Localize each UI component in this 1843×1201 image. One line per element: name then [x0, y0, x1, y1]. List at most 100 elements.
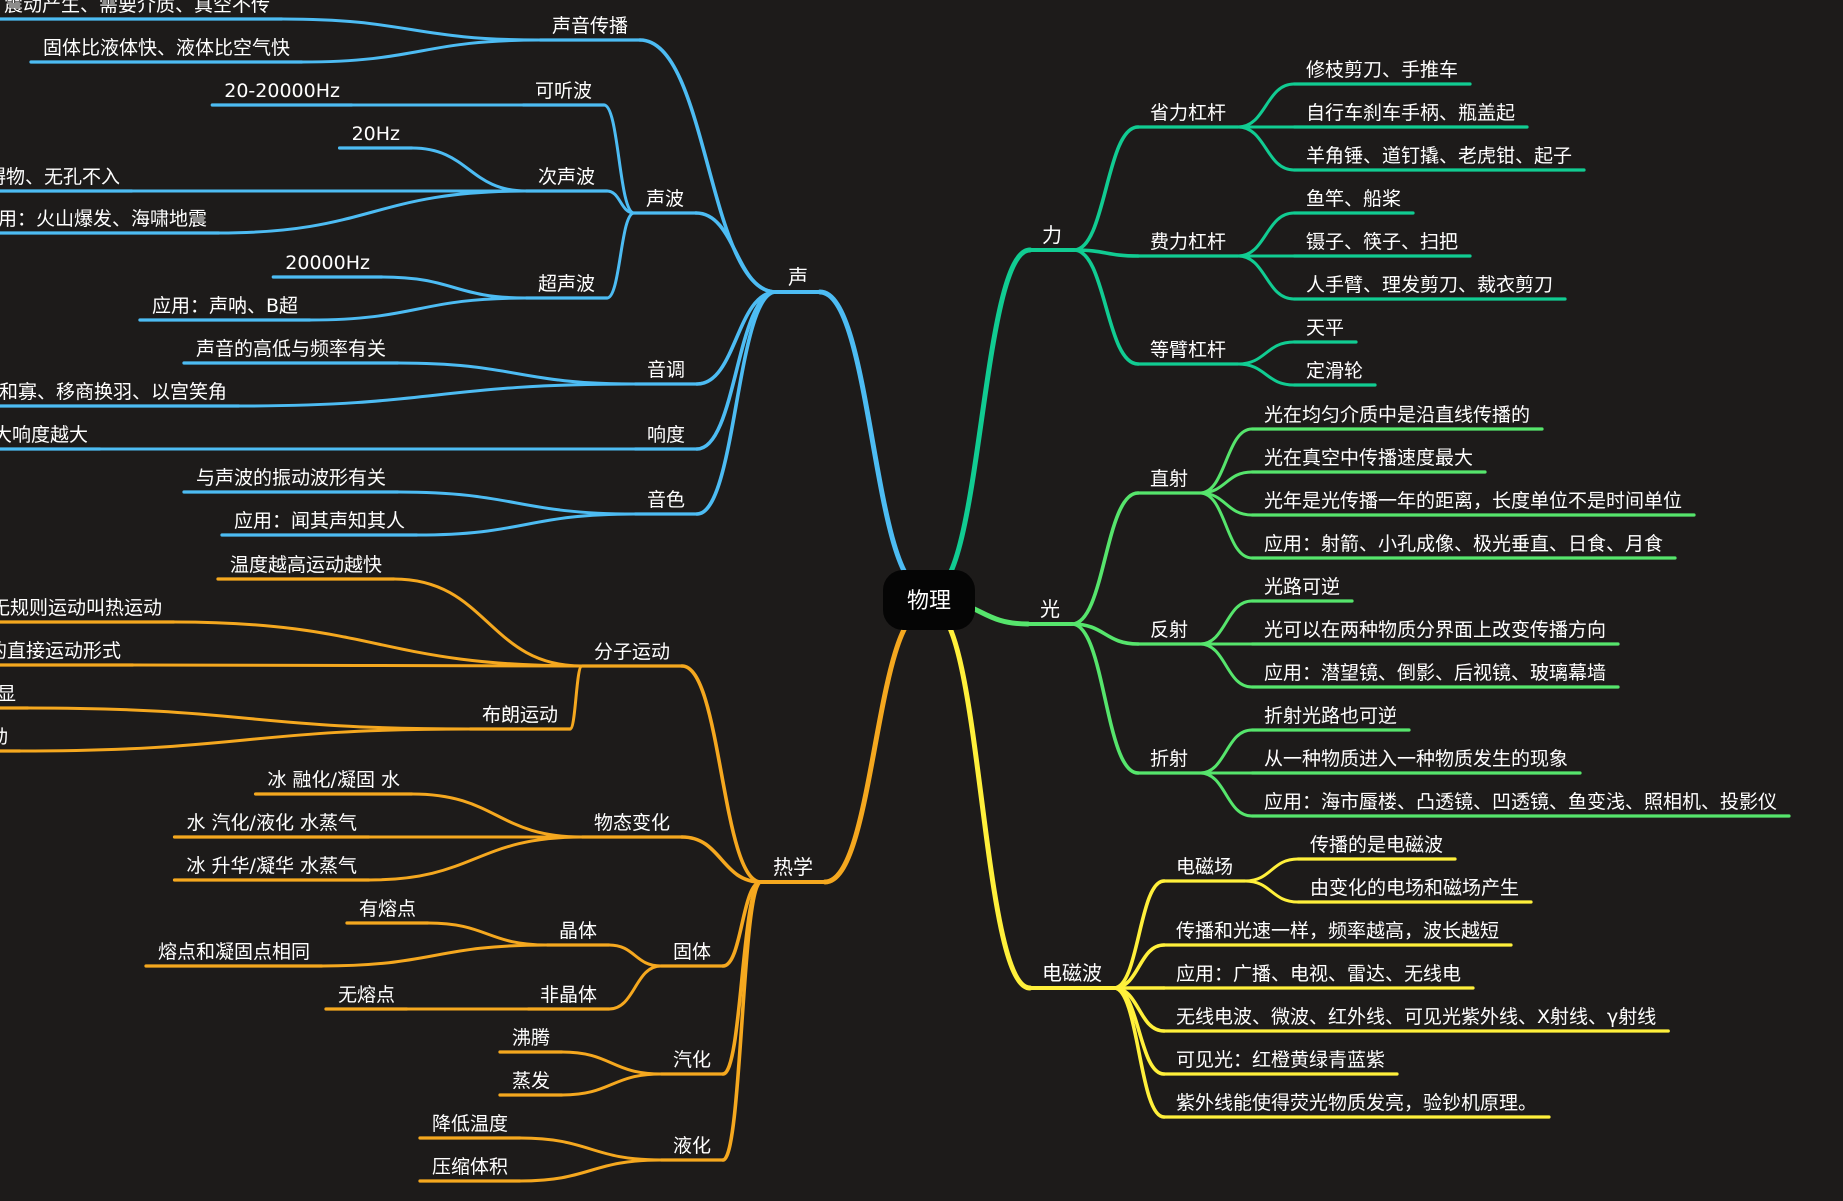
topic-node[interactable]: 分子运动 — [580, 641, 684, 668]
topic-node[interactable]: 非晶体 — [526, 984, 611, 1011]
topic-node[interactable]: 冰 融化/凝固 水 — [253, 769, 414, 796]
topic-node[interactable]: 由变化的电场和磁场产生 — [1296, 877, 1533, 904]
topic-node[interactable]: 羊角锤、道钉撬、老虎钳、起子 — [1292, 145, 1586, 172]
branch-connector — [26, 706, 472, 731]
topic-node[interactable]: 光在真空中传播速度最大 — [1250, 447, 1487, 474]
topic-node[interactable]: 镊子、筷子、扫把 — [1292, 231, 1472, 258]
topic-node[interactable]: 无线电波、微波、红外线、可见光紫外线、X射线、γ射线 — [1162, 1006, 1670, 1033]
topic-node[interactable]: 汽化 — [659, 1049, 725, 1076]
topic-node[interactable]: 可见光：红橙黄绿青蓝紫 — [1162, 1049, 1399, 1076]
topic-node[interactable]: 音色 — [633, 489, 699, 516]
topic-node[interactable]: 应用：火山爆发、海啸地震 — [0, 208, 221, 235]
topic-node[interactable]: 等臂杠杆 — [1136, 339, 1240, 366]
root-node[interactable]: 物理 — [883, 570, 975, 630]
topic-node[interactable]: 应用：声呐、B超 — [138, 295, 312, 322]
topic-node[interactable]: 20000Hz — [271, 252, 384, 279]
topic-node[interactable]: 20Hz — [337, 123, 414, 150]
topic-node[interactable]: 应用：射箭、小孔成像、极光垂直、日食、月食 — [1250, 533, 1677, 560]
topic-node[interactable]: 固体 — [659, 941, 725, 968]
topic-node[interactable]: 直射 — [1136, 468, 1202, 495]
branch-connector — [1112, 986, 1166, 1119]
topic-node[interactable]: 人手臂、理发剪刀、裁衣剪刀 — [1292, 274, 1567, 301]
branch-node-电磁波[interactable]: 电磁波 — [1028, 961, 1116, 990]
branch-connector — [18, 727, 472, 753]
topic-node[interactable]: 可听波 — [521, 80, 606, 107]
branch-connector — [1198, 642, 1254, 689]
topic-node[interactable]: 传播和光速一样，频率越高，波长越短 — [1162, 920, 1513, 947]
topic-node[interactable]: 响度 — [633, 424, 699, 451]
topic-node[interactable]: 光在均匀介质中是沿直线传播的 — [1250, 404, 1544, 431]
topic-node[interactable]: 液化 — [659, 1135, 725, 1162]
topic-node[interactable]: 压缩体积 — [418, 1156, 522, 1183]
topic-node[interactable]: 可传播很远、逃过障碍物、无孔不入 — [0, 166, 134, 193]
topic-label: 传播和光速一样，频率越高，波长越短 — [1176, 920, 1499, 942]
branch-node-热学[interactable]: 热学 — [759, 855, 827, 884]
topic-node[interactable]: 震动产生、需要介质、真空不传 — [0, 0, 284, 21]
branch-node-声[interactable]: 声 — [774, 265, 822, 294]
topic-node[interactable]: 20-20000Hz — [210, 80, 354, 107]
branch-node-光[interactable]: 光 — [1026, 597, 1074, 626]
topic-node[interactable]: 光路可逆 — [1250, 576, 1354, 603]
topic-node[interactable]: 颗粒越小或者温度越高，布朗运动越明显 — [0, 683, 30, 710]
topic-node[interactable]: 天平 — [1292, 317, 1358, 344]
topic-node[interactable]: 与声波的振动波形有关 — [182, 467, 400, 494]
topic-label: 悬浮在液体或气体的颗粒在做无规则运动 — [0, 726, 8, 748]
branch-connector — [1243, 857, 1300, 883]
topic-node[interactable]: 自行车刹车手柄、瓶盖起 — [1292, 102, 1529, 129]
topic-node[interactable]: 声音传播 — [538, 15, 642, 42]
topic-node[interactable]: 蒸发 — [498, 1070, 564, 1097]
topic-node[interactable]: 沸腾 — [498, 1027, 564, 1054]
topic-node[interactable]: 应用：潜望镜、倒影、后视镜、玻璃幕墙 — [1250, 662, 1620, 689]
topic-node[interactable]: 传播的是电磁波 — [1296, 834, 1457, 861]
topic-label: 无外力作用的扩散现象是分子的直接运动形式 — [0, 640, 121, 662]
topic-node[interactable]: 有熔点 — [345, 898, 430, 925]
topic-node[interactable]: 应用：闻其声知其人 — [220, 510, 419, 537]
topic-node[interactable]: 光年是光传播一年的距离，长度单位不是时间单位 — [1250, 490, 1696, 517]
topic-node[interactable]: 修枝剪刀、手推车 — [1292, 59, 1472, 86]
topic-node[interactable]: 水 汽化/液化 水蒸气 — [172, 812, 371, 839]
topic-node[interactable]: 光可以在两种物质分界面上改变传播方向 — [1250, 619, 1620, 646]
topic-node[interactable]: 布朗运动 — [468, 704, 572, 731]
topic-node[interactable]: 费力杠杆 — [1136, 231, 1240, 258]
topic-node[interactable]: 省力杠杆 — [1136, 102, 1240, 129]
topic-node[interactable]: 超声波 — [524, 273, 609, 300]
topic-label: 液化 — [673, 1135, 711, 1157]
topic-label: 可听波 — [535, 80, 592, 102]
topic-node[interactable]: 分子永不停歇的在做无规则运动叫热运动 — [0, 597, 176, 624]
topic-label: 20-20000Hz — [224, 80, 340, 102]
topic-label: 等臂杠杆 — [1150, 339, 1226, 361]
topic-node[interactable]: 应用：广播、电视、雷达、无线电 — [1162, 963, 1475, 990]
topic-node[interactable]: 声音的强弱与振幅和生源距离有关，振幅越大响度越大 — [0, 424, 102, 451]
topic-node[interactable]: 声波 — [632, 188, 698, 215]
topic-node[interactable]: 无熔点 — [324, 984, 409, 1011]
topic-node[interactable]: 电磁场 — [1162, 856, 1247, 883]
topic-node[interactable]: 降低温度 — [418, 1113, 522, 1140]
topic-node[interactable]: 从一种物质进入一种物质发生的现象 — [1250, 748, 1582, 775]
topic-node[interactable]: 次声波 — [524, 166, 609, 193]
topic-node[interactable]: 悬浮在液体或气体的颗粒在做无规则运动 — [0, 726, 22, 753]
topic-node[interactable]: 折射光路也可逆 — [1250, 705, 1411, 732]
topic-node[interactable]: 鱼竿、船桨 — [1292, 188, 1415, 215]
topic-node[interactable]: 应用：曲高和寡、移商换羽、以宫笑角 — [0, 381, 241, 408]
topic-node[interactable]: 无外力作用的扩散现象是分子的直接运动形式 — [0, 640, 135, 667]
branch-node-力[interactable]: 力 — [1028, 223, 1076, 252]
topic-node[interactable]: 固体比液体快、液体比空气快 — [29, 37, 304, 64]
topic-node[interactable]: 物态变化 — [580, 812, 684, 839]
topic-node[interactable]: 声音的高低与频率有关 — [182, 338, 400, 365]
branch-connector — [817, 289, 928, 593]
topic-label: 冰 升华/凝华 水蒸气 — [187, 855, 357, 877]
branch-connector — [695, 290, 778, 516]
topic-node[interactable]: 温度越高运动越快 — [216, 554, 396, 581]
branch-connector — [930, 247, 1033, 593]
branch-connector — [1070, 622, 1140, 775]
topic-node[interactable]: 音调 — [633, 359, 699, 386]
topic-node[interactable]: 熔点和凝固点相同 — [144, 941, 324, 968]
topic-node[interactable]: 反射 — [1136, 619, 1202, 646]
topic-node[interactable]: 冰 升华/凝华 水蒸气 — [172, 855, 371, 882]
topic-node[interactable]: 晶体 — [545, 920, 611, 947]
topic-node[interactable]: 紫外线能使得荧光物质发亮，验钞机原理。 — [1162, 1092, 1551, 1119]
branch-connector — [607, 964, 663, 1011]
topic-node[interactable]: 折射 — [1136, 748, 1202, 775]
topic-node[interactable]: 定滑轮 — [1292, 360, 1377, 387]
topic-node[interactable]: 应用：海市蜃楼、凸透镜、凹透镜、鱼变浅、照相机、投影仪 — [1250, 791, 1791, 818]
